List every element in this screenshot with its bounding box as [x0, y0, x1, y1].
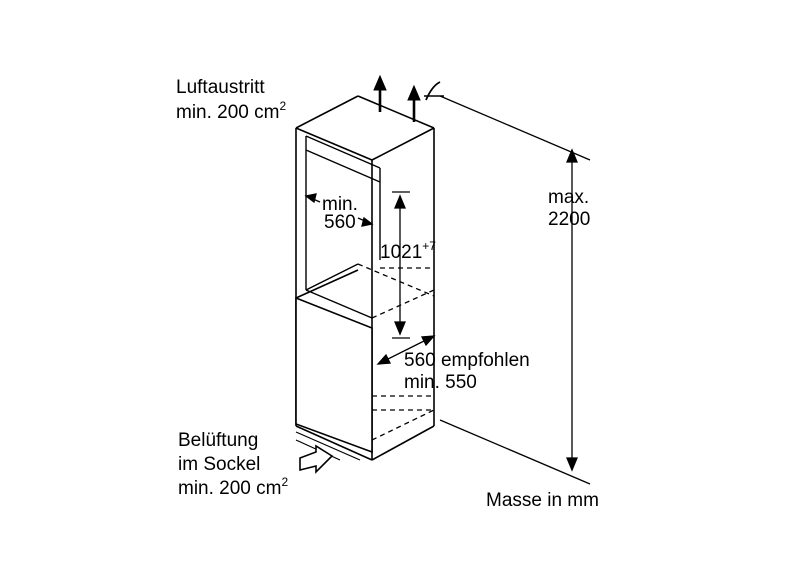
total-height-label: max. [548, 187, 589, 208]
total-height-dimension [439, 95, 591, 485]
air-outlet-arrows [373, 74, 444, 122]
hidden-lines [357, 263, 435, 441]
width-dimension [304, 193, 374, 227]
air-outlet-label: Luftaustritt [176, 77, 265, 98]
total-height-value: 2200 [548, 209, 590, 230]
height-value: 1021+7 [380, 239, 436, 263]
depth-recommended: 560 empfohlen [404, 350, 530, 371]
depth-min: min. 550 [404, 372, 477, 393]
width-min-value: 560 [324, 212, 356, 233]
vent-location: im Sockel [178, 454, 260, 475]
air-outlet-area: min. 200 cm2 [176, 99, 286, 123]
height-dimension [392, 191, 410, 339]
appliance-front [295, 269, 373, 454]
width-min-label: min. [322, 194, 358, 215]
vent-area: min. 200 cm2 [178, 475, 288, 499]
plinth-vent-arrow [299, 444, 334, 474]
vent-label: Belüftung [178, 430, 258, 451]
units-note: Masse in mm [486, 490, 599, 511]
depth-dimension [376, 335, 436, 365]
